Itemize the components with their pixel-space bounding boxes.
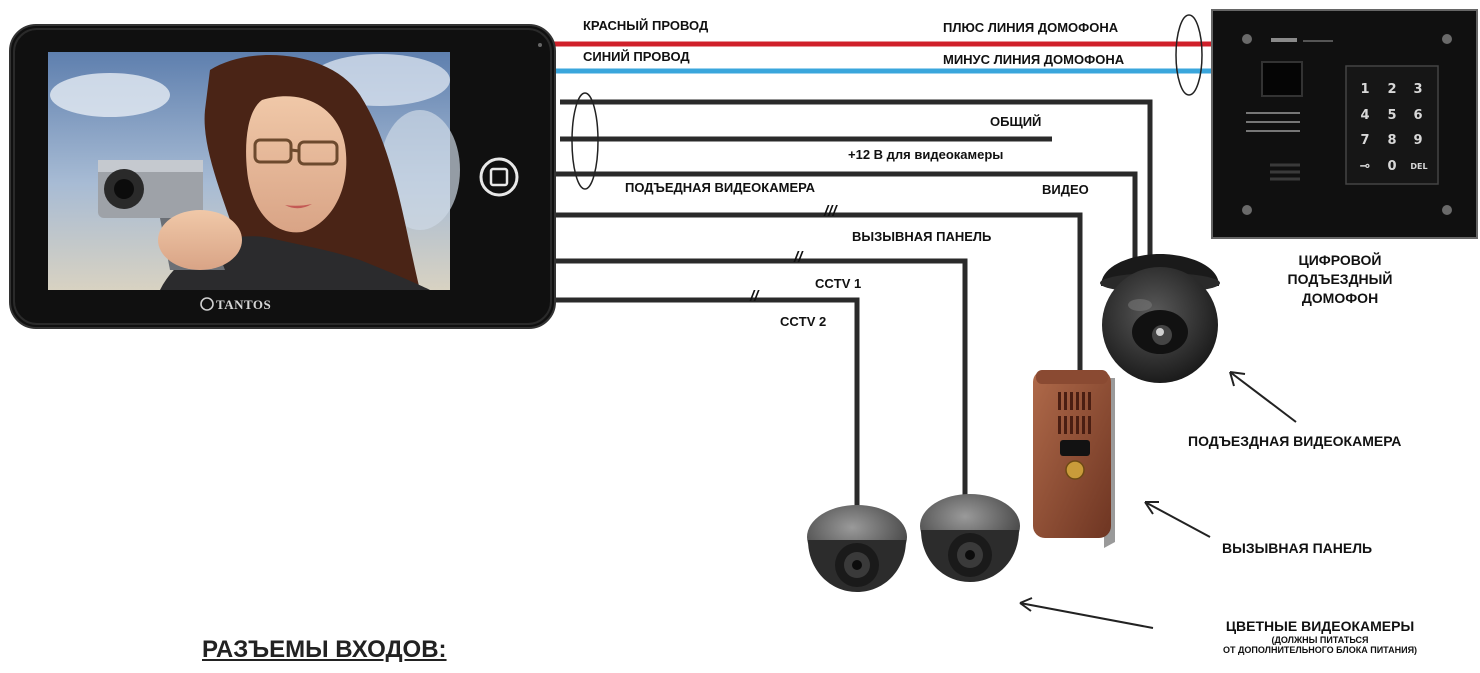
- intercom-keys: 1 2 3 4 5 6 7 8 9 ⊸ 0 DEL: [1360, 82, 1428, 174]
- entrance-camera-wire-label: ПОДЪЕДНАЯ ВИДЕОКАМЕРА: [625, 180, 816, 195]
- cctv2-dome-camera: [920, 494, 1020, 582]
- video-wire: [552, 171, 1138, 262]
- key-0[interactable]: 0: [1387, 159, 1396, 174]
- caption-line-3: ДОМОФОН: [1301, 290, 1379, 306]
- arrow-to-cctv-cameras-icon: [1019, 597, 1154, 629]
- cctv1-wire-label: CCTV 1: [815, 276, 862, 291]
- key-5[interactable]: 5: [1387, 108, 1396, 123]
- key-8[interactable]: 8: [1387, 133, 1396, 148]
- cctv1-wire: [552, 258, 968, 498]
- call-panel-wire-slash-marks: ///: [824, 203, 837, 220]
- power-wire-label: +12 В для видеокамеры: [848, 147, 1004, 162]
- key-1[interactable]: 1: [1360, 82, 1369, 97]
- wire-bundle-ring-left: [571, 92, 599, 190]
- arrow-to-call-panel-icon: [1144, 501, 1211, 538]
- call-button[interactable]: [1065, 460, 1085, 480]
- home-button-square-icon: [489, 167, 509, 187]
- key-7[interactable]: 7: [1360, 133, 1369, 148]
- key-4[interactable]: 4: [1360, 108, 1369, 123]
- minus-line-label: МИНУС ЛИНИЯ ДОМОФОНА: [943, 52, 1125, 67]
- caption-line-2: ПОДЪЕЗДНЫЙ: [1287, 271, 1393, 287]
- key-2[interactable]: 2: [1387, 82, 1396, 97]
- tantos-logo-icon: [200, 297, 214, 311]
- red-wire-label: КРАСНЫЙ ПРОВОД: [583, 18, 709, 33]
- pointer-arrows: [1019, 371, 1297, 629]
- monitor: TANTOS: [9, 24, 556, 329]
- cctv1-dome-camera: [807, 505, 907, 592]
- common-wire-label: ОБЩИЙ: [990, 114, 1042, 129]
- blue-wire-label: СИНИЙ ПРОВОД: [583, 49, 690, 64]
- digital-intercom-caption: ЦИФРОВОЙ ПОДЪЕЗДНЫЙ ДОМОФОН: [1265, 251, 1415, 308]
- arrow-to-entrance-camera-icon: [1229, 371, 1297, 423]
- cctv1-wire-slash-marks: //: [794, 249, 803, 266]
- cctv2-wire-slash-marks: //: [750, 288, 759, 305]
- key-icon[interactable]: ⊸: [1360, 159, 1371, 174]
- entrance-dome-camera: [1100, 254, 1220, 383]
- call-panel-wire-label: ВЫЗЫВНАЯ ПАНЕЛЬ: [852, 229, 992, 244]
- key-6[interactable]: 6: [1413, 108, 1422, 123]
- color-cameras-title: ЦВЕТНЫЕ ВИДЕОКАМЕРЫ: [1225, 618, 1415, 634]
- cctv2-wire: [552, 297, 860, 508]
- home-button[interactable]: [479, 157, 519, 197]
- color-cameras-note-2: ОТ ДОПОЛНИТЕЛЬНОГО БЛОКА ПИТАНИЯ): [1222, 645, 1418, 655]
- key-del[interactable]: DEL: [1410, 162, 1427, 171]
- common-wire: [560, 99, 1153, 262]
- section-title: РАЗЪЕМЫ ВХОДОВ:: [202, 636, 447, 663]
- plus-line-label: ПЛЮС ЛИНИЯ ДОМОФОНА: [943, 20, 1119, 35]
- key-9[interactable]: 9: [1413, 133, 1422, 148]
- wires: [545, 14, 1222, 508]
- cctv2-wire-label: CCTV 2: [780, 314, 827, 329]
- call-panel-wire: [552, 212, 1083, 372]
- call-panel-camera-window: [1060, 440, 1090, 456]
- intercom-display: [1261, 61, 1303, 97]
- key-3[interactable]: 3: [1413, 82, 1422, 97]
- caption-line-1: ЦИФРОВОЙ: [1298, 252, 1382, 268]
- intercom-keypad: [1345, 65, 1439, 185]
- monitor-screen: [48, 52, 460, 291]
- video-wire-label: ВИДЕО: [1042, 182, 1089, 197]
- color-cameras-note-1: (ДОЛЖНЫ ПИТАТЬСЯ: [1271, 635, 1369, 645]
- wire-bundle-ring-right: [1175, 14, 1203, 96]
- entrance-camera-caption: ПОДЪЕЗДНАЯ ВИДЕОКАМЕРА: [1188, 433, 1402, 449]
- call-panel-caption: ВЫЗЫВНАЯ ПАНЕЛЬ: [1222, 540, 1373, 556]
- monitor-brand: TANTOS: [216, 297, 271, 312]
- color-cameras-caption: ЦВЕТНЫЕ ВИДЕОКАМЕРЫ (ДОЛЖНЫ ПИТАТЬСЯ ОТ …: [1165, 618, 1475, 655]
- digital-intercom-panel: 1 2 3 4 5 6 7 8 9 ⊸ 0 DEL: [1211, 9, 1478, 239]
- call-panel: [1033, 370, 1115, 548]
